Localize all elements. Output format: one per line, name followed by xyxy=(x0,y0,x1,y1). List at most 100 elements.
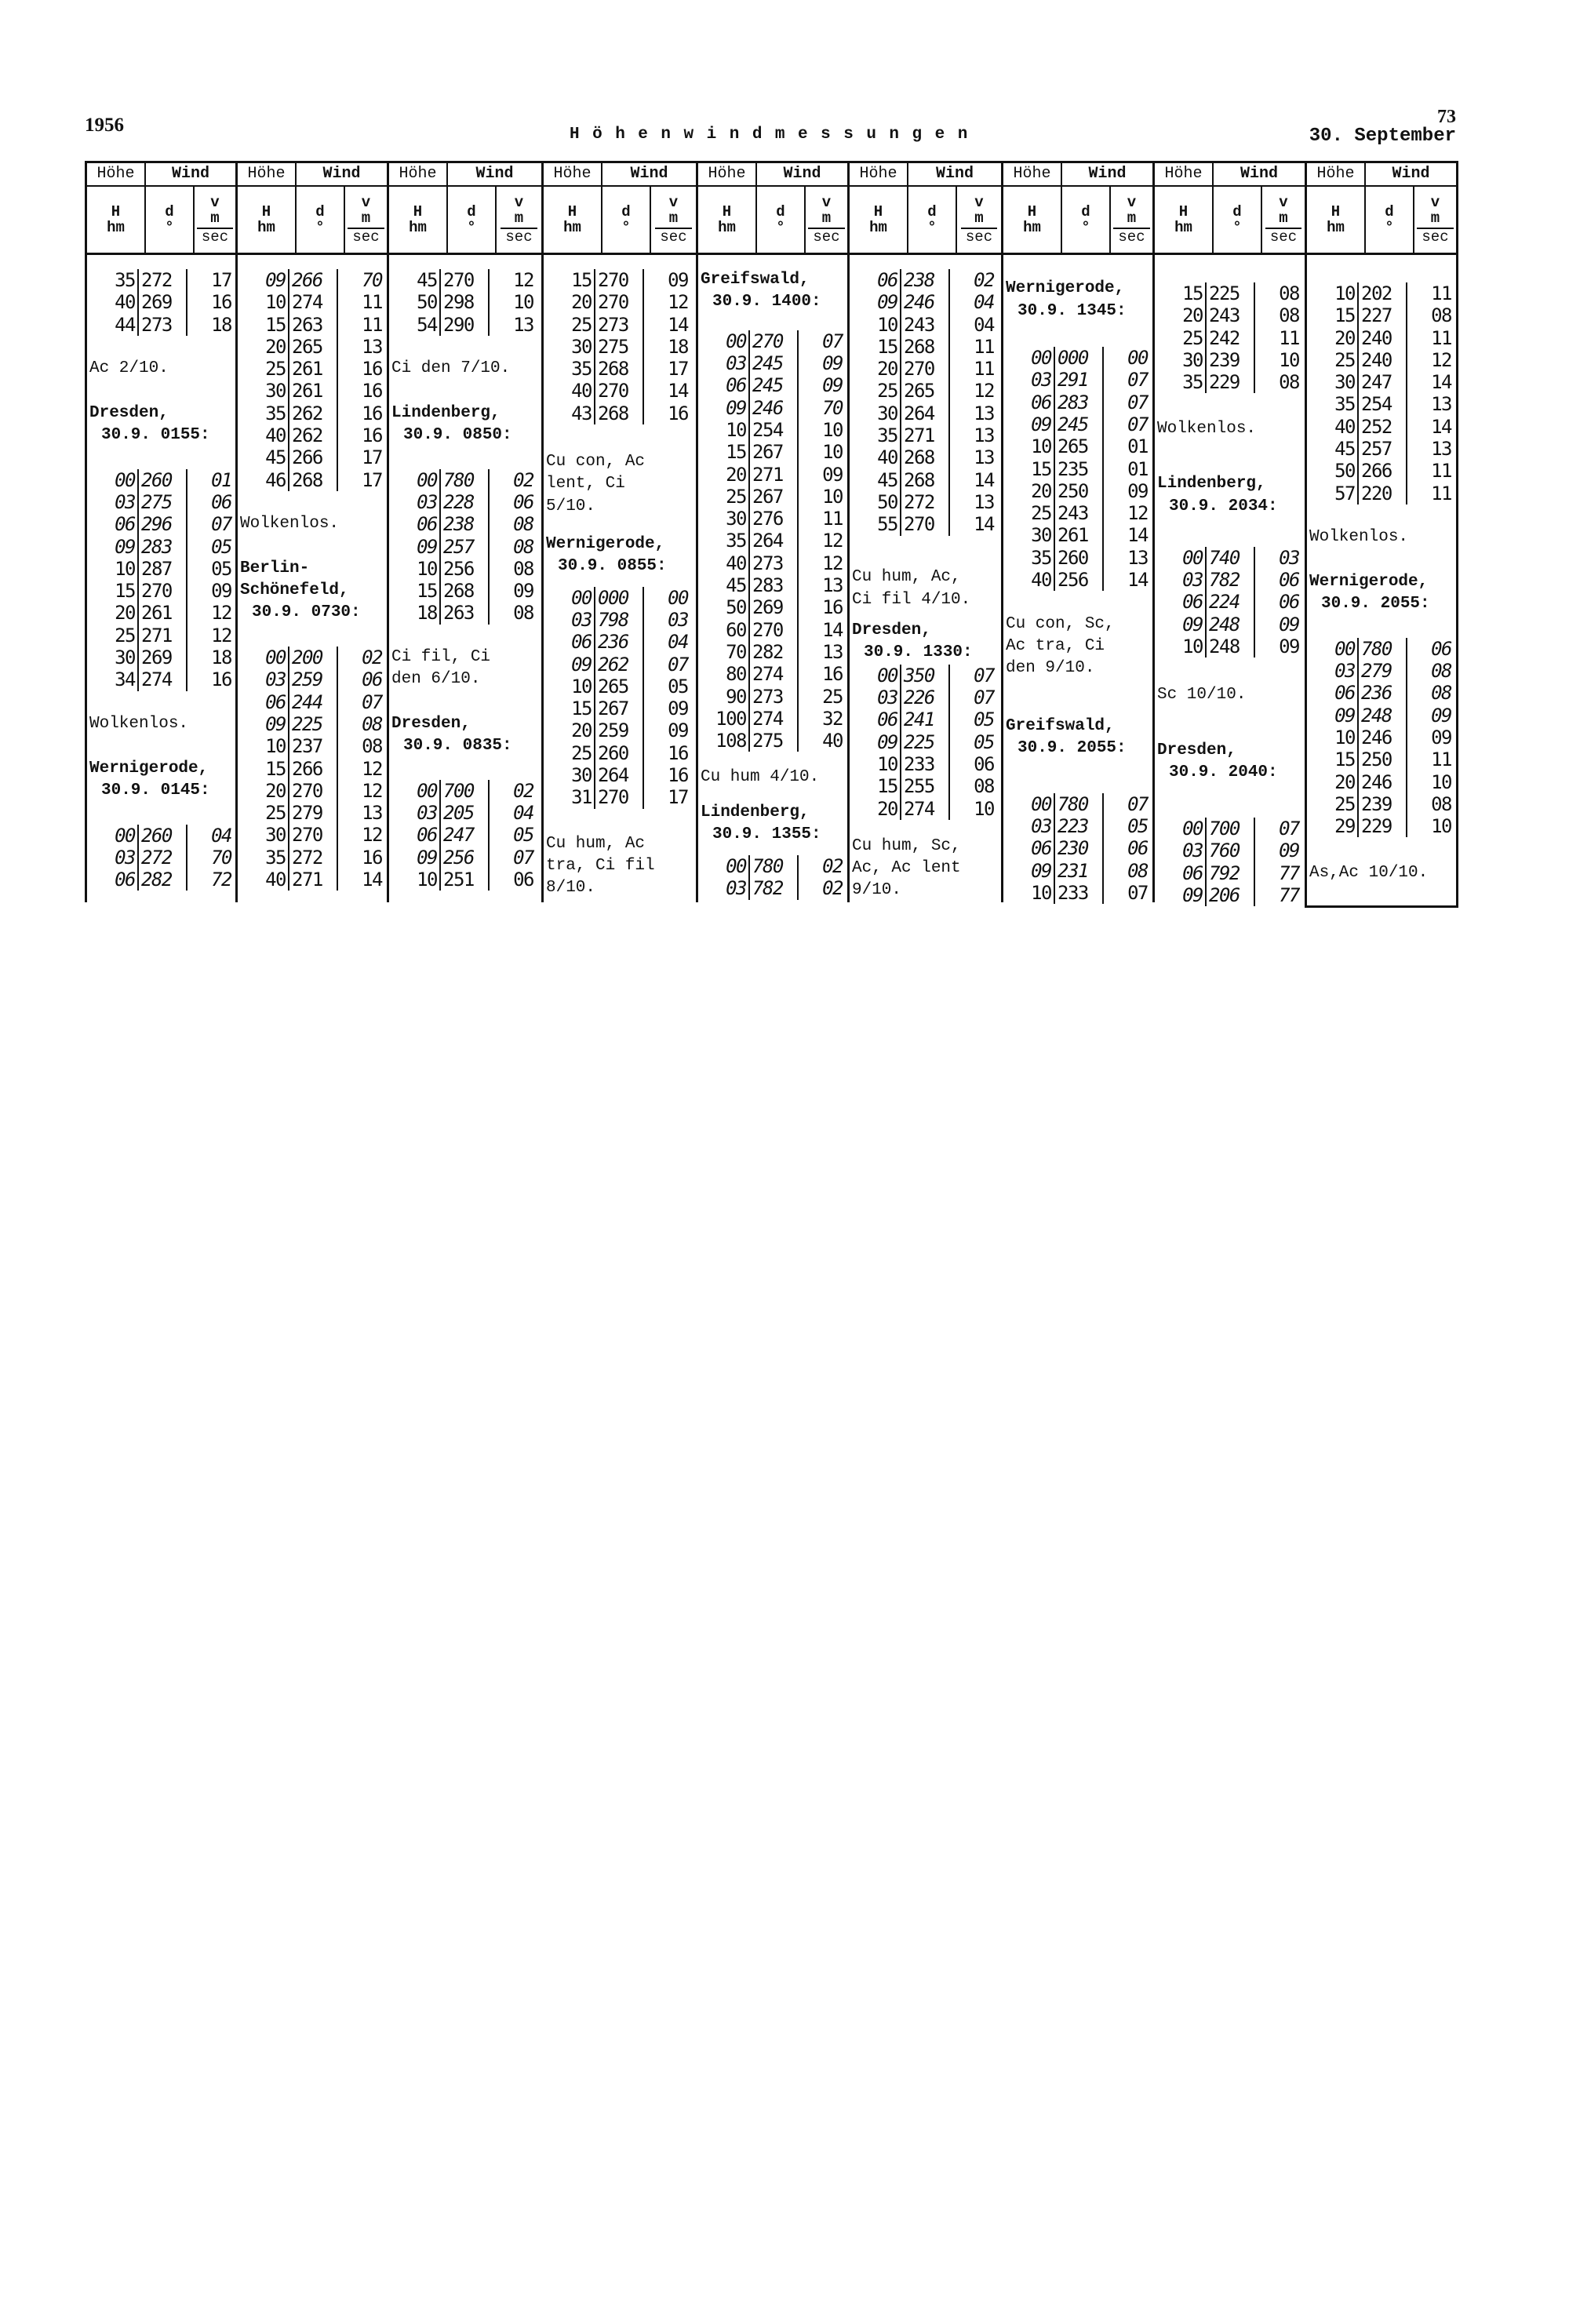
note-line: lent, Ci xyxy=(546,475,625,494)
height-hm: 09 xyxy=(1155,613,1207,636)
direction-deg: 265 xyxy=(595,675,644,698)
station-line: Dresden, xyxy=(391,715,471,733)
direction-deg: 224 xyxy=(1207,591,1255,614)
speed-mps: 14 xyxy=(668,313,689,336)
header-d: d xyxy=(467,203,476,220)
header-degree-unit: ° xyxy=(467,219,476,236)
direction-deg: 266 xyxy=(289,446,338,469)
station-line: 30.9. 2034: xyxy=(1169,497,1278,515)
height-hm: 30 xyxy=(850,402,901,425)
speed-mps: 08 xyxy=(1127,859,1149,882)
speed-mps: 03 xyxy=(668,608,689,631)
height-hm: 00 xyxy=(389,779,441,803)
speed-mps: 10 xyxy=(822,419,843,441)
speed-mps: 12 xyxy=(822,530,843,552)
speed-mps: 10 xyxy=(1431,815,1452,838)
height-hm: 09 xyxy=(544,653,595,676)
speed-mps: 05 xyxy=(668,675,689,698)
header-sec-unit: sec xyxy=(348,228,384,245)
height-hm: 20 xyxy=(1307,770,1359,793)
speed-mps: 09 xyxy=(822,352,843,375)
height-hm: 108 xyxy=(698,730,750,752)
header-wind: Wind xyxy=(783,165,821,183)
note-line: As,Ac 10/10. xyxy=(1309,863,1429,882)
speed-mps: 11 xyxy=(1431,282,1452,304)
height-hm: 40 xyxy=(238,869,289,891)
direction-deg: 256 xyxy=(441,846,490,869)
height-hm: 09 xyxy=(698,396,750,419)
header-degree-unit: ° xyxy=(315,219,325,236)
header-hoehe: Höhe xyxy=(1307,163,1366,185)
direction-deg: 270 xyxy=(901,513,950,536)
direction-deg: 283 xyxy=(750,574,799,597)
height-hm: 35 xyxy=(1307,393,1359,416)
direction-deg: 206 xyxy=(1207,883,1255,907)
speed-mps: 08 xyxy=(1279,371,1300,394)
direction-deg: 270 xyxy=(750,618,799,641)
direction-deg: 264 xyxy=(750,530,799,552)
header-h: H xyxy=(722,203,732,220)
note-line: Ac tra, Ci xyxy=(1006,636,1105,655)
direction-deg: 270 xyxy=(139,580,187,603)
speed-mps: 04 xyxy=(974,291,995,314)
direction-deg: 268 xyxy=(901,468,950,491)
height-hm: 09 xyxy=(1003,413,1055,436)
height-hm: 90 xyxy=(698,685,750,708)
direction-deg: 254 xyxy=(1359,393,1407,416)
direction-deg: 279 xyxy=(1359,660,1407,683)
direction-deg: 270 xyxy=(289,824,338,847)
direction-deg: 243 xyxy=(1055,502,1104,525)
direction-deg: 271 xyxy=(901,424,950,447)
direction-deg: 271 xyxy=(139,624,187,647)
height-hm: 25 xyxy=(1307,348,1359,372)
station-line: Wernigerode, xyxy=(546,534,665,553)
height-hm: 10 xyxy=(1307,726,1359,749)
header-m-unit: m xyxy=(974,209,984,227)
speed-mps: 06 xyxy=(1431,637,1452,660)
direction-deg: 238 xyxy=(441,513,490,536)
header-sec-unit: sec xyxy=(655,228,692,245)
speed-mps: 10 xyxy=(513,291,534,314)
direction-deg: 283 xyxy=(139,535,187,558)
speed-mps: 70 xyxy=(822,396,843,419)
height-hm: 00 xyxy=(87,468,139,491)
height-hm: 00 xyxy=(1155,818,1207,840)
direction-deg: 270 xyxy=(901,358,950,381)
height-hm: 20 xyxy=(87,602,139,625)
direction-deg: 240 xyxy=(1359,326,1407,349)
height-hm: 03 xyxy=(389,490,441,514)
header-hoehe: Höhe xyxy=(1155,163,1214,185)
direction-deg: 220 xyxy=(1359,482,1407,505)
direction-deg: 256 xyxy=(441,557,490,581)
station-line: Dresden, xyxy=(1157,741,1236,759)
header-wind: Wind xyxy=(935,165,974,183)
